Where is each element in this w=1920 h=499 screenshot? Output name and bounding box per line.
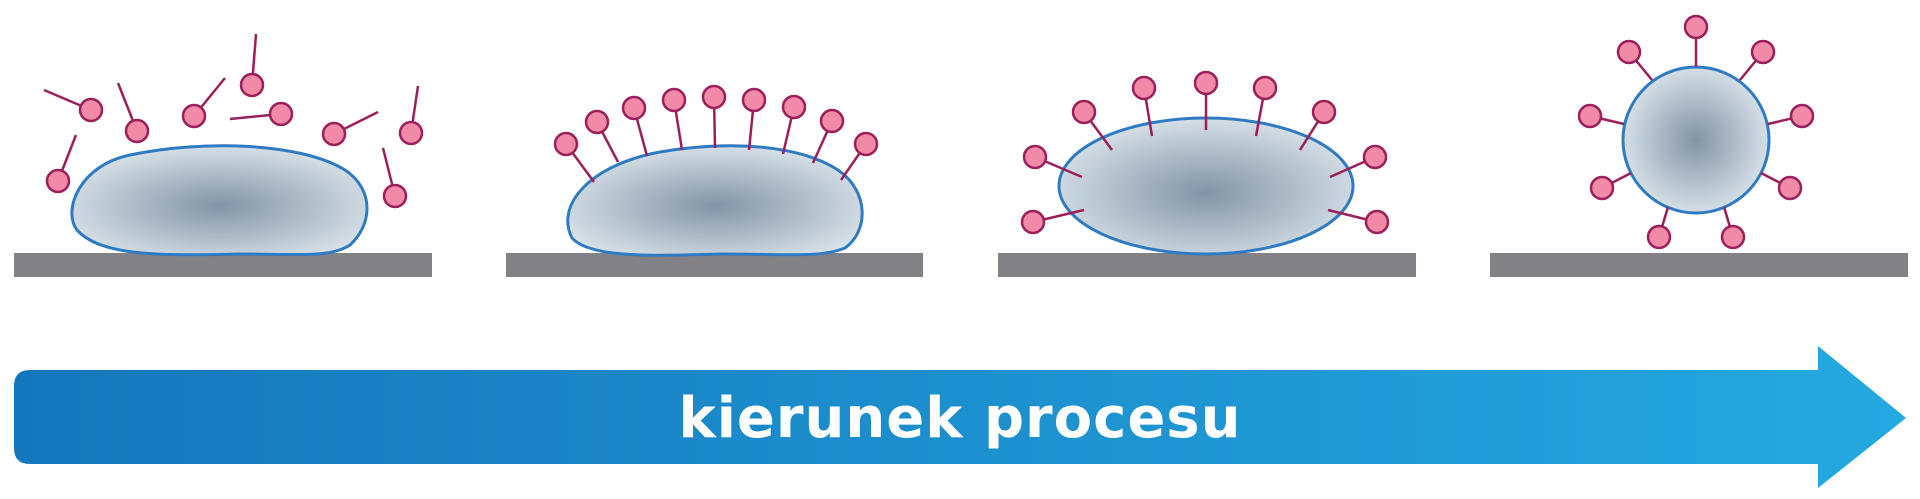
molecule-head: [321, 121, 347, 147]
molecule-head: [741, 87, 767, 113]
molecule-head: [1131, 75, 1157, 101]
surface-stage-3: [998, 253, 1416, 277]
molecule-head: [553, 131, 579, 157]
molecule-head: [1589, 175, 1615, 201]
molecule-head: [853, 131, 879, 157]
surface-stage-4: [1490, 253, 1908, 277]
molecule-head: [124, 118, 150, 144]
molecule-head: [1750, 39, 1776, 65]
molecule-head: [1071, 99, 1097, 125]
molecule-head: [1616, 39, 1642, 65]
molecule-head: [1020, 209, 1046, 235]
molecule-head: [239, 72, 265, 98]
molecule-head: [1646, 224, 1672, 250]
molecule-head: [181, 103, 207, 129]
surface-stage-1: [14, 253, 432, 277]
surfactant-molecules: [43, 14, 1815, 250]
molecule-head: [781, 94, 807, 120]
molecule-head: [398, 120, 424, 146]
molecule-head: [45, 168, 71, 194]
molecule-head: [1311, 99, 1337, 125]
molecule-head: [382, 183, 408, 209]
molecule-head: [1777, 175, 1803, 201]
arrow-label: kierunek procesu: [678, 385, 1242, 451]
molecule-head: [661, 87, 687, 113]
molecule-head: [819, 108, 845, 134]
molecule-head: [268, 101, 294, 127]
molecule-head: [1577, 103, 1603, 129]
droplet-stage-2: [566, 144, 864, 257]
molecule-head: [1720, 224, 1746, 250]
molecule-head: [1364, 209, 1390, 235]
molecule-head: [1193, 70, 1219, 96]
molecule-head: [1252, 75, 1278, 101]
process-arrow: [14, 346, 1906, 488]
molecule-head: [621, 95, 647, 121]
molecule-head: [78, 97, 104, 123]
molecule-head: [1789, 103, 1815, 129]
droplet-stage-4: [1621, 65, 1771, 215]
surface-stage-2: [506, 253, 923, 277]
molecule-head: [584, 109, 610, 135]
molecule-head: [701, 84, 727, 110]
molecule-head: [1022, 144, 1048, 170]
molecule-head: [1683, 14, 1709, 40]
droplet-stage-1: [70, 144, 369, 257]
molecule-head: [1362, 144, 1388, 170]
